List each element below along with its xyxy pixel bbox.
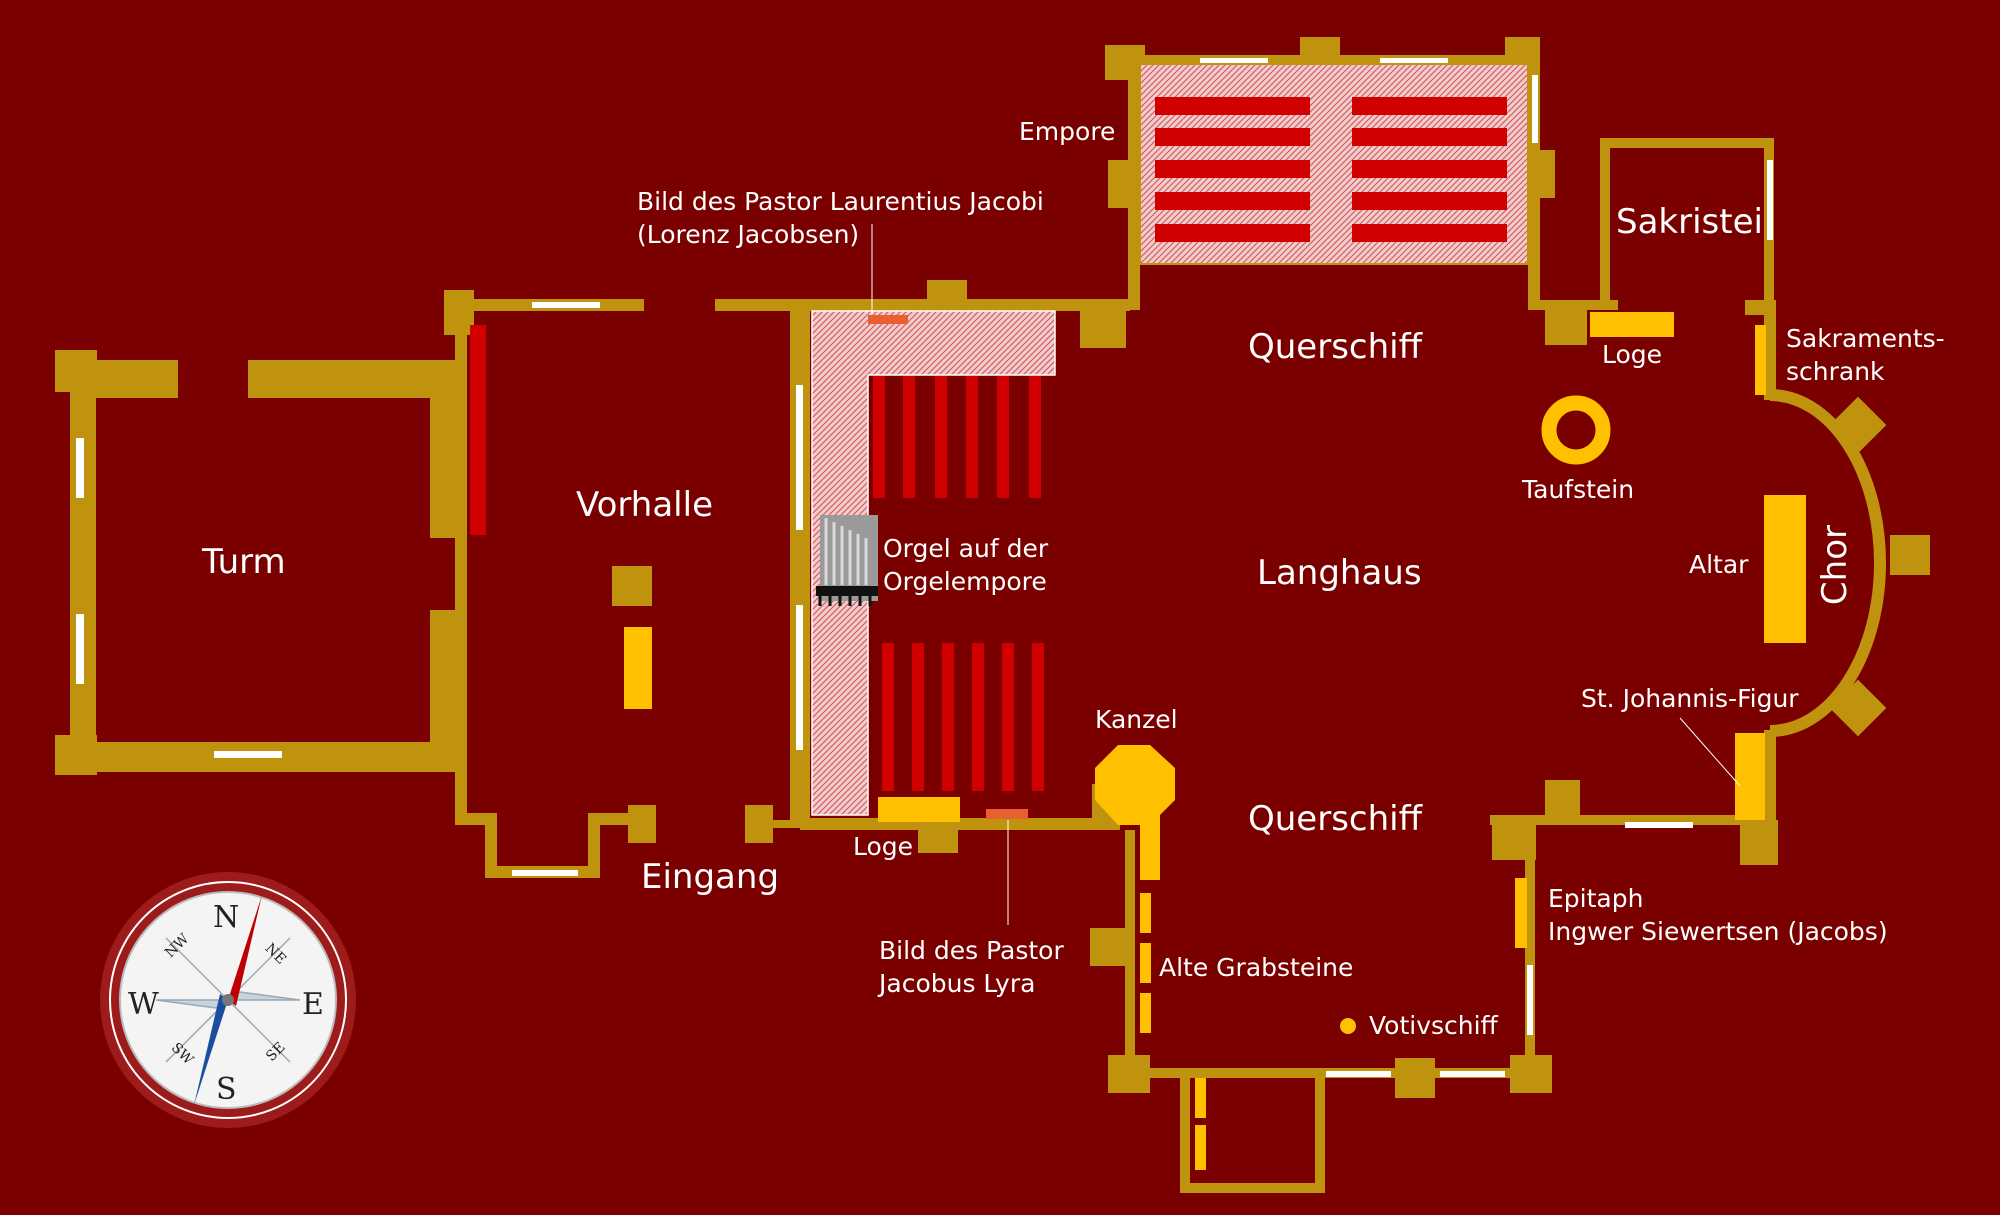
- label-taufstein: Taufstein: [1522, 475, 1635, 504]
- label-bild-jacobi-line2: (Lorenz Jacobsen): [637, 219, 860, 249]
- vorhalle-table: [624, 627, 652, 709]
- votivschiff-marker: [1340, 1018, 1356, 1034]
- kanzel-icon: [1095, 745, 1175, 880]
- compass-icon: [100, 872, 356, 1128]
- label-vorhalle: Vorhalle: [576, 485, 713, 525]
- empore-pews: [1155, 97, 1507, 242]
- label-votivschiff: Votivschiff: [1369, 1011, 1498, 1040]
- south-east-window: [1625, 822, 1693, 828]
- south-transept-windows: [1326, 965, 1533, 1077]
- label-orgel-line1: Orgel auf der: [883, 534, 1049, 563]
- grabsteine-markers: [1140, 893, 1206, 1170]
- loge-south-box: [878, 797, 960, 822]
- label-bild-lyra-line2: Jacobus Lyra: [879, 968, 1036, 998]
- label-sakristei: Sakristei: [1616, 202, 1763, 242]
- label-bild-lyra: Bild des Pastor Jacobus Lyra: [879, 935, 1064, 1000]
- east-south-walls: [1490, 730, 1778, 865]
- compass-w: W: [128, 987, 159, 1022]
- organ-icon: [816, 515, 878, 606]
- sakramentsschrank-box: [1755, 325, 1766, 395]
- label-loge-north: Loge: [1602, 340, 1663, 369]
- vorhalle-walls: [444, 280, 967, 878]
- label-turm: Turm: [202, 542, 286, 582]
- sakristei-window: [1767, 160, 1773, 240]
- empore-windows: [1200, 58, 1538, 143]
- label-grabsteine: Alte Grabsteine: [1159, 953, 1354, 982]
- label-sakramentsschrank: Sakraments- schrank: [1786, 323, 1945, 388]
- label-empore: Empore: [1019, 117, 1116, 146]
- nave-pews-north: [873, 376, 1041, 498]
- label-johannis: St. Johannis-Figur: [1581, 684, 1799, 713]
- label-bild-jacobi: Bild des Pastor Laurentius Jacobi (Loren…: [637, 186, 1044, 251]
- label-altar: Altar: [1689, 550, 1749, 579]
- label-orgel-line2: Orgelempore: [883, 566, 1047, 596]
- epitaph-box: [1515, 878, 1527, 948]
- label-epitaph-line1: Epitaph: [1548, 884, 1644, 913]
- label-kanzel: Kanzel: [1095, 705, 1178, 734]
- label-bild-lyra-line1: Bild des Pastor: [879, 936, 1064, 965]
- painting-jacobi-marker: [868, 315, 908, 324]
- altar-table: [1764, 495, 1806, 643]
- vorhalle-bench: [470, 325, 486, 535]
- tower: [55, 350, 460, 775]
- nave-windows: [796, 385, 803, 750]
- vorhalle-windows: [512, 302, 600, 876]
- label-loge-south: Loge: [853, 832, 914, 861]
- compass-s: S: [216, 1072, 237, 1107]
- label-sakramentsschrank-line2: schrank: [1786, 356, 1885, 386]
- johannis-figur-box: [1735, 733, 1765, 820]
- label-orgel: Orgel auf der Orgelempore: [883, 533, 1048, 598]
- label-langhaus: Langhaus: [1257, 553, 1422, 593]
- label-bild-jacobi-line1: Bild des Pastor Laurentius Jacobi: [637, 187, 1044, 216]
- taufstein-icon: [1541, 395, 1611, 465]
- loge-north-box: [1590, 312, 1674, 337]
- label-epitaph: Epitaph Ingwer Siewertsen (Jacobs): [1548, 883, 1888, 948]
- label-sakramentsschrank-line1: Sakraments-: [1786, 324, 1945, 353]
- label-chor: Chor: [1814, 525, 1855, 606]
- nave-pews-south: [882, 643, 1044, 791]
- vorhalle-objects: [612, 566, 652, 606]
- compass-n: N: [213, 900, 240, 935]
- leader-lines: [871, 224, 1741, 925]
- tower-windows: [76, 438, 282, 758]
- label-querschiff-south: Querschiff: [1248, 799, 1423, 839]
- compass-e: E: [302, 987, 324, 1022]
- painting-lyra-marker: [986, 809, 1028, 819]
- chor-apse: [1769, 389, 1930, 737]
- label-querschiff-north: Querschiff: [1248, 327, 1423, 367]
- label-epitaph-line2: Ingwer Siewertsen (Jacobs): [1548, 916, 1888, 946]
- label-eingang: Eingang: [641, 857, 780, 897]
